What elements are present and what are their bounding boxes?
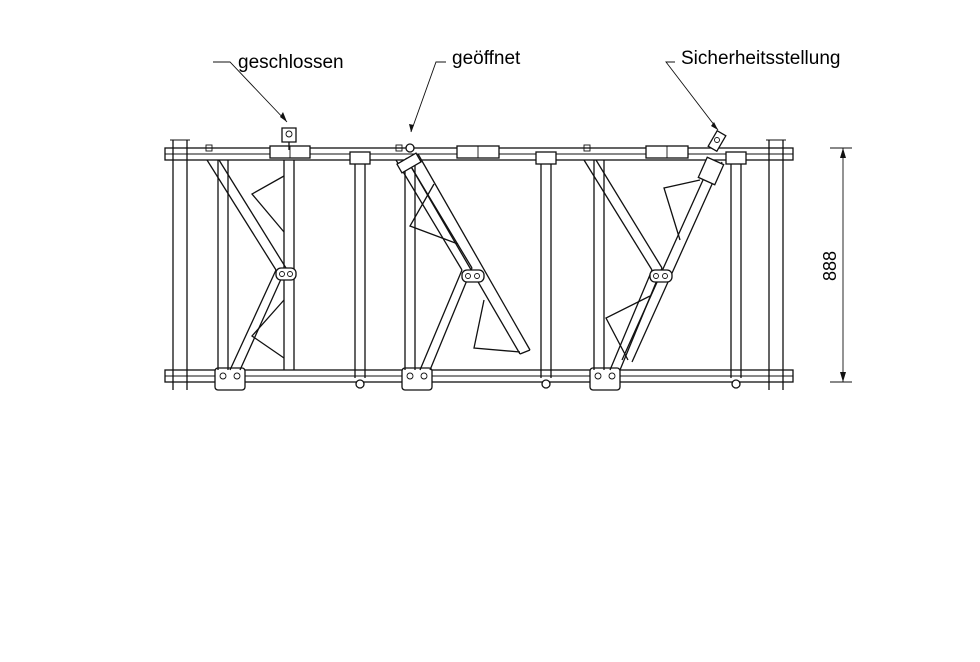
bay-safety: [583, 129, 727, 371]
top-clamp: [645, 145, 689, 159]
bay-closed: [206, 127, 297, 371]
end-post-left: [170, 139, 190, 390]
label-sicherheitsstellung: Sicherheitsstellung: [681, 48, 840, 69]
label-geschlossen: geschlossen: [238, 52, 344, 73]
top-clamp: [456, 145, 500, 159]
bottom-bracket: [589, 367, 621, 391]
vertical-post: [535, 151, 557, 389]
vertical-post: [725, 151, 747, 389]
leader-closed: [213, 61, 288, 123]
vertical-post: [349, 151, 371, 389]
leader-open: [409, 61, 446, 133]
leader-safety: [665, 61, 719, 131]
bottom-bracket: [214, 367, 246, 391]
bay-open: [395, 143, 531, 371]
dimension-line: [830, 147, 852, 383]
end-post-right: [766, 139, 786, 390]
bottom-bracket: [401, 367, 433, 391]
bottom-rail: [164, 369, 794, 383]
top-clamp: [269, 145, 311, 159]
label-geoeffnet: geöffnet: [452, 48, 521, 69]
small-nut: [205, 144, 591, 152]
dimension-value: 888: [820, 251, 840, 281]
